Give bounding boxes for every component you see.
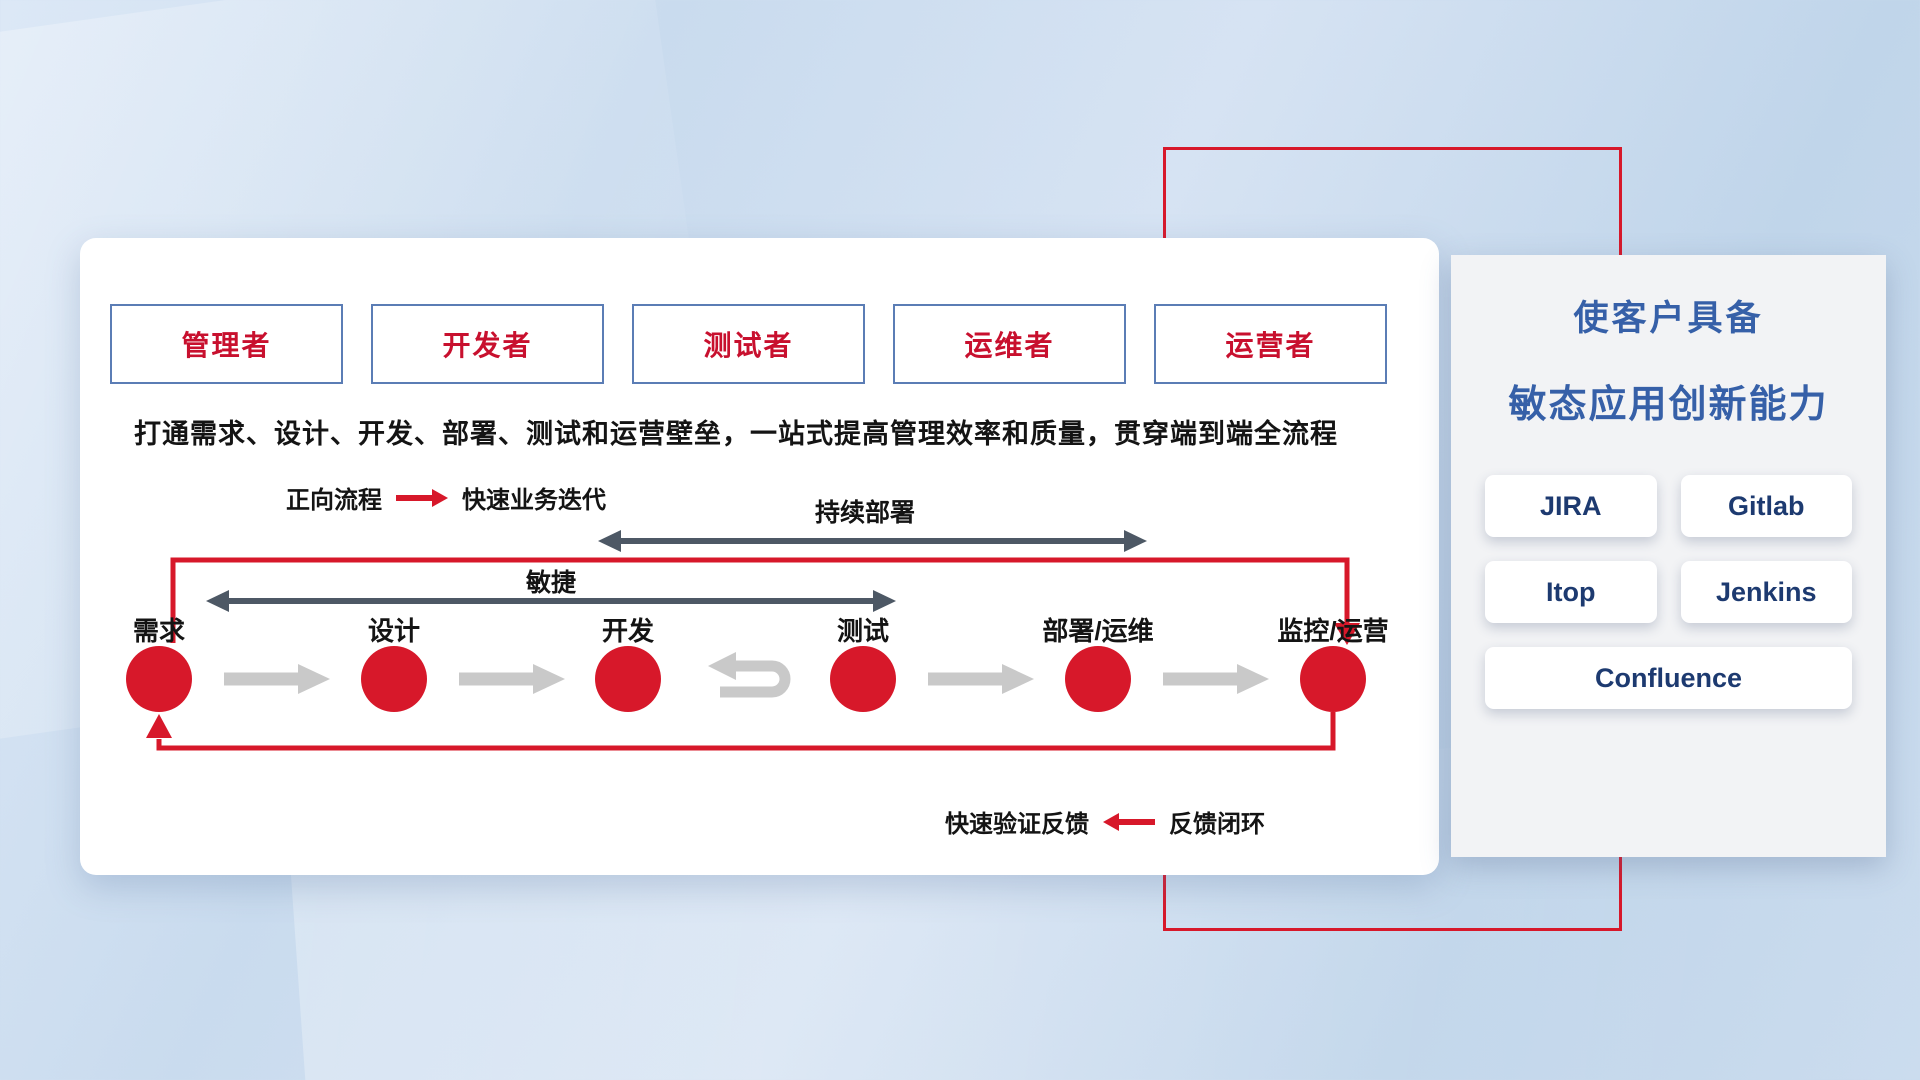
flow-arrow (459, 664, 565, 694)
role-label: 运维者 (964, 330, 1055, 361)
role-label: 运营者 (1225, 330, 1316, 361)
node-label-design: 设计 (368, 616, 420, 646)
continuous-deploy-label: 持续部署 (815, 498, 915, 527)
devops-flow-card: 管理者 开发者 测试者 运维者 运营者 打通需求、设计、开发、部署、测试和运营壁… (80, 238, 1439, 875)
role-box-ops: 运维者 (893, 304, 1126, 384)
node-label-develop: 开发 (602, 616, 654, 646)
capability-panel: 使客户具备 敏态应用创新能力 JIRA Gitlab Itop Jenkins … (1451, 255, 1886, 857)
role-box-manager: 管理者 (110, 304, 343, 384)
forward-legend-desc: 快速业务迭代 (462, 487, 606, 514)
panel-title-line1: 使客户具备 (1573, 299, 1764, 338)
role-box-developer: 开发者 (371, 304, 604, 384)
flow-diagram: 持续部署 敏捷 需求 设计 开发 测试 部署/运维 监控/运营 (126, 498, 1389, 751)
feedback-arrow-icon (1103, 812, 1155, 831)
role-label: 管理者 (181, 330, 272, 361)
node-label-deploy-ops: 部署/运维 (1042, 616, 1153, 646)
flow-node-circle (1065, 646, 1131, 712)
forward-loop-line (170, 557, 1360, 645)
flow-arrow (1163, 664, 1269, 694)
tools-grid: JIRA Gitlab Itop Jenkins Confluence (1485, 475, 1852, 709)
role-label: 测试者 (703, 330, 794, 361)
tool-gitlab: Gitlab (1680, 475, 1852, 537)
roles-row: 管理者 开发者 测试者 运维者 运营者 (110, 304, 1387, 384)
panel-title-line2: 敏态应用创新能力 (1508, 384, 1829, 426)
node-label-monitor-op: 监控/运营 (1277, 616, 1388, 646)
node-label-requirements: 需求 (133, 616, 185, 646)
flow-node-circle (126, 646, 192, 712)
tool-jenkins: Jenkins (1680, 561, 1852, 623)
feedback-legend: 快速验证反馈 反馈闭环 (945, 804, 1265, 839)
continuous-deploy-arrow (598, 530, 1147, 552)
agile-label: 敏捷 (525, 568, 576, 597)
feedback-legend-label: 反馈闭环 (1169, 811, 1265, 838)
tool-jira: JIRA (1485, 475, 1657, 537)
uturn-arrow-icon (708, 652, 791, 698)
flow-arrow (224, 664, 330, 694)
flow-node-circle (595, 646, 661, 712)
card-subtitle: 打通需求、设计、开发、部署、测试和运营壁垒，一站式提高管理效率和质量，贯穿端到端… (134, 419, 1338, 449)
flow-node-circle (830, 646, 896, 712)
feedback-legend-desc: 快速验证反馈 (945, 811, 1089, 838)
tool-itop: Itop (1485, 561, 1657, 623)
tool-confluence: Confluence (1485, 647, 1852, 709)
role-box-operator: 运营者 (1154, 304, 1387, 384)
role-box-tester: 测试者 (632, 304, 865, 384)
forward-legend-label: 正向流程 (286, 487, 382, 514)
flow-node-circle (1300, 646, 1366, 712)
agile-arrow (206, 590, 896, 612)
forward-arrow-icon (396, 488, 448, 507)
flow-node-circle (361, 646, 427, 712)
flow-arrow (928, 664, 1034, 694)
node-label-test: 测试 (837, 616, 889, 646)
feedback-loop-line (146, 712, 1336, 751)
forward-legend: 正向流程 快速业务迭代 (286, 480, 606, 515)
role-label: 开发者 (442, 330, 533, 361)
